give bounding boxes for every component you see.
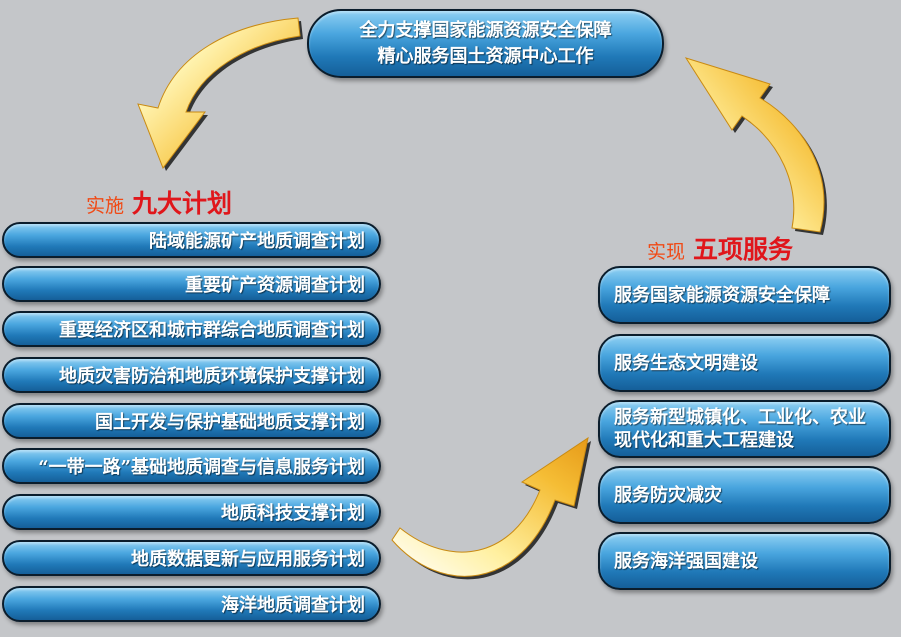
services-title-main: 五项服务: [693, 235, 794, 264]
service-item-line1: 服务海洋强国建设: [614, 550, 758, 572]
curved-arrow-top-right-icon: [684, 57, 827, 235]
plan-item: 地质数据更新与应用服务计划: [2, 540, 381, 576]
plan-item-label: 地质数据更新与应用服务计划: [131, 549, 365, 570]
top-banner-line1: 全力支撑国家能源资源安全保障: [359, 19, 612, 41]
service-item-line1: 服务新型城镇化、工业化、农业: [614, 407, 866, 428]
plan-item: 陆域能源矿产地质调查计划: [2, 222, 381, 258]
plan-item-label: 重要矿产资源调查计划: [185, 275, 365, 296]
service-item-line1: 服务防灾减灾: [614, 484, 722, 506]
service-item-line2: 现代化和重大工程建设: [614, 430, 794, 451]
plan-item: 重要矿产资源调查计划: [2, 266, 381, 302]
service-item-line1: 服务生态文明建设: [614, 352, 758, 374]
service-item: 服务海洋强国建设: [598, 532, 891, 590]
top-banner: 全力支撑国家能源资源安全保障 精心服务国土资源中心工作: [307, 9, 664, 78]
service-item: 服务新型城镇化、工业化、农业现代化和重大工程建设: [598, 400, 891, 458]
service-item: 服务国家能源资源安全保障: [598, 266, 891, 324]
plan-item: 海洋地质调查计划: [2, 586, 381, 622]
service-item: 服务生态文明建设: [598, 334, 891, 392]
plan-item-label: 海洋地质调查计划: [221, 595, 365, 616]
plan-item-label: “一带一路”基础地质调查与信息服务计划: [38, 457, 365, 478]
plans-title: 实施九大计划: [86, 184, 232, 220]
plan-item-label: 国土开发与保护基础地质支撑计划: [95, 412, 365, 433]
service-item-line1: 服务国家能源资源安全保障: [614, 284, 830, 306]
plan-item: 地质科技支撑计划: [2, 494, 381, 530]
plan-item: 重要经济区和城市群综合地质调查计划: [2, 311, 381, 347]
service-item: 服务防灾减灾: [598, 466, 891, 524]
plan-item: “一带一路”基础地质调查与信息服务计划: [2, 448, 381, 484]
plans-title-prefix: 实施: [86, 195, 125, 217]
plan-item: 地质灾害防治和地质环境保护支撑计划: [2, 357, 381, 393]
top-banner-line2: 精心服务国土资源中心工作: [377, 45, 594, 67]
plan-item-label: 地质灾害防治和地质环境保护支撑计划: [59, 366, 365, 387]
plan-item-label: 陆域能源矿产地质调查计划: [149, 231, 365, 252]
curved-arrow-top-left-icon: [137, 17, 303, 171]
services-title-prefix: 实现: [647, 241, 686, 263]
plans-title-main: 九大计划: [132, 189, 233, 218]
services-title: 实现五项服务: [647, 230, 793, 266]
plan-item-label: 重要经济区和城市群综合地质调查计划: [59, 320, 365, 341]
plan-item-label: 地质科技支撑计划: [221, 503, 365, 524]
plan-item: 国土开发与保护基础地质支撑计划: [2, 403, 381, 439]
curved-arrow-bottom-icon: [391, 436, 591, 580]
